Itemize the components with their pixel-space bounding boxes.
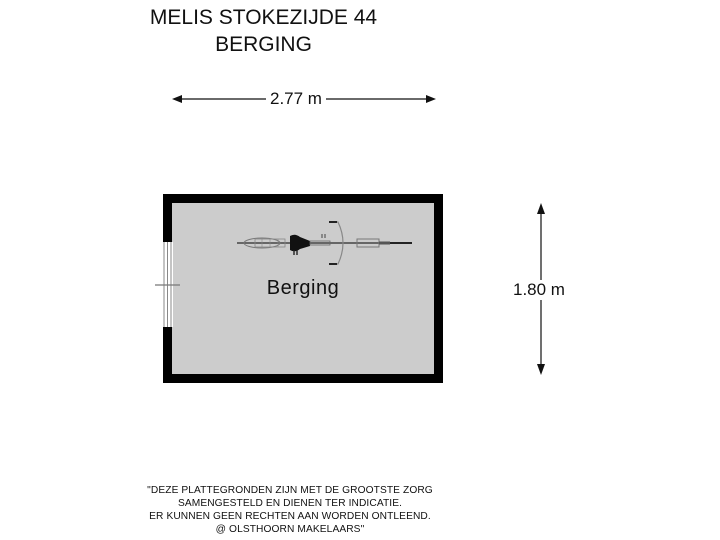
disclaimer-line-4: @ OLSTHOORN MAKELAARS" [215, 524, 365, 535]
disclaimer-line-1: "DEZE PLATTEGRONDEN ZIJN MET DE GROOTSTE… [147, 485, 433, 496]
bicycle-icon [237, 221, 412, 265]
room-floor-berging [172, 203, 434, 374]
disclaimer-text: "DEZE PLATTEGRONDEN ZIJN MET DE GROOTSTE… [140, 484, 440, 536]
room-label-berging: Berging [266, 277, 340, 299]
height-dimension-label: 1.80 m [509, 280, 569, 300]
width-dimension-label: 2.77 m [266, 89, 326, 109]
floor-title: BERGING [215, 33, 312, 56]
disclaimer-line-3: ER KUNNEN GEEN RECHTEN AAN WORDEN ONTLEE… [149, 511, 431, 522]
window [155, 242, 180, 327]
room-walls [163, 194, 443, 383]
disclaimer-line-2: SAMENGESTELD EN DIENEN TER INDICATIE. [177, 498, 403, 509]
address-title: MELIS STOKEZIJDE 44 [149, 6, 378, 29]
